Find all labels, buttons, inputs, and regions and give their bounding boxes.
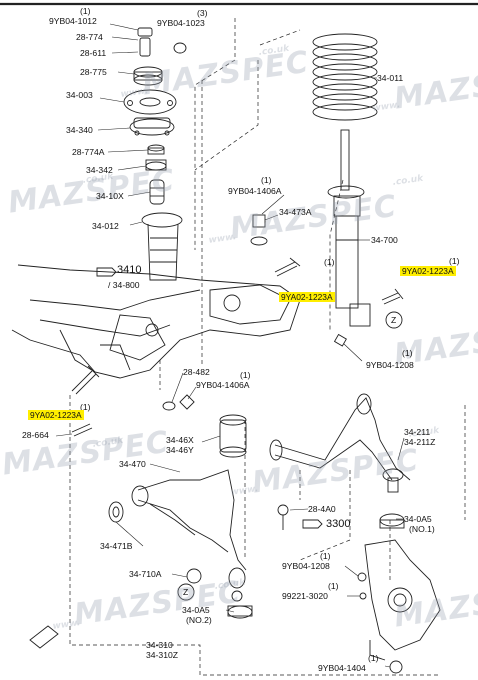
label-9yb04-1406a-top: 9YB04-1406A	[228, 186, 282, 196]
note-34-0a5-no1: (NO.1)	[409, 524, 435, 534]
label-34-0a5-no1: 34-0A5	[404, 514, 432, 524]
upper-control-arm	[269, 393, 411, 493]
label-9ya02-1223a-2: 9YA02-1223A	[400, 266, 456, 277]
qty-99221-3020: (1)	[328, 581, 339, 591]
qty-9ya02-1223a-2: (1)	[449, 256, 460, 266]
front-arrow-icon	[29, 625, 59, 649]
label-34-0a5-no2: 34-0A5	[182, 605, 210, 615]
label-28-4a0: 28-4A0	[308, 504, 336, 514]
arrow-3410-icon	[96, 267, 117, 277]
label-9yb04-1404: 9YB04-1404	[318, 663, 366, 673]
label-28-664: 28-664	[22, 430, 49, 440]
label-9yb04-1208-top: 9YB04-1208	[366, 360, 414, 370]
arrow-3300-icon	[302, 519, 323, 529]
label-z-bottom: Z	[183, 587, 189, 597]
label-28-774: 28-774	[76, 32, 103, 42]
subframe	[11, 264, 301, 379]
label-34-340: 34-340	[66, 125, 93, 135]
label-34-310z: 34-310Z	[146, 650, 179, 660]
label-34-10x: 34-10X	[96, 191, 124, 201]
lower-control-arm	[108, 414, 253, 619]
label-3300: 3300	[326, 518, 351, 530]
label-34-473a: 34-473A	[279, 207, 312, 217]
label-28-611: 28-611	[80, 48, 107, 58]
label-3410: 3410	[117, 264, 142, 276]
label-9yb04-1208-bot: 9YB04-1208	[282, 561, 330, 571]
bushing-part	[252, 214, 266, 228]
qty-9yb04-1406a-top: (1)	[261, 175, 272, 185]
qty-9ya02-1223a-3: (1)	[80, 402, 91, 412]
coil-spring	[312, 33, 378, 121]
note-34-0a5-no2: (NO.2)	[186, 615, 212, 625]
label-z-top: Z	[391, 315, 397, 325]
label-99221-3020: 99221-3020	[282, 591, 328, 601]
label-34-012: 34-012	[92, 221, 119, 231]
qty-9yb04-1208-top: (1)	[402, 348, 413, 358]
label-9ya02-1223a-3: 9YA02-1223A	[28, 410, 84, 421]
label-34-211z: 34-211Z	[404, 437, 436, 447]
bolts	[71, 257, 404, 437]
shock-absorber	[327, 129, 371, 327]
label-34-46y: 34-46Y	[166, 445, 194, 455]
label-34-470: 34-470	[119, 459, 146, 469]
label-9ya02-1223a-1: 9YA02-1223A	[279, 292, 335, 303]
washer-part	[250, 236, 268, 246]
label-34-342: 34-342	[86, 165, 113, 175]
qty-9yb04-1404: (1)	[368, 653, 379, 663]
qty-9yb04-1023: (3)	[197, 8, 208, 18]
steering-knuckle	[277, 504, 441, 674]
z-circle-top	[385, 311, 403, 329]
strut-mount-stack	[123, 27, 187, 281]
qty-9yb04-1208-bot: (1)	[320, 551, 331, 561]
label-28-775: 28-775	[80, 67, 107, 77]
label-28-774a: 28-774A	[72, 147, 105, 157]
label-34-800: / 34-800	[108, 280, 140, 290]
label-34-310: 34-310	[146, 640, 173, 650]
label-9yb04-1012: 9YB04-1012	[49, 16, 97, 26]
z-circle-bottom	[177, 583, 195, 601]
label-34-46x: 34-46X	[166, 435, 194, 445]
qty-9yb04-1012: (1)	[80, 6, 91, 16]
label-28-482: 28-482	[183, 367, 210, 377]
qty-9ya02-1223a-1: (1)	[324, 257, 335, 267]
label-9yb04-1023: 9YB04-1023	[157, 18, 205, 28]
label-34-011: 34-011	[377, 73, 404, 83]
label-34-471b: 34-471B	[100, 541, 133, 551]
label-9yb04-1406a-mid: 9YB04-1406A	[196, 380, 250, 390]
label-34-700: 34-700	[371, 235, 398, 245]
label-34-710a: 34-710A	[129, 569, 162, 579]
qty-9yb04-1406a-mid: (1)	[240, 370, 251, 380]
label-34-003: 34-003	[66, 90, 93, 100]
label-leader-lines	[55, 23, 405, 668]
label-34-211: 34-211	[404, 427, 431, 437]
